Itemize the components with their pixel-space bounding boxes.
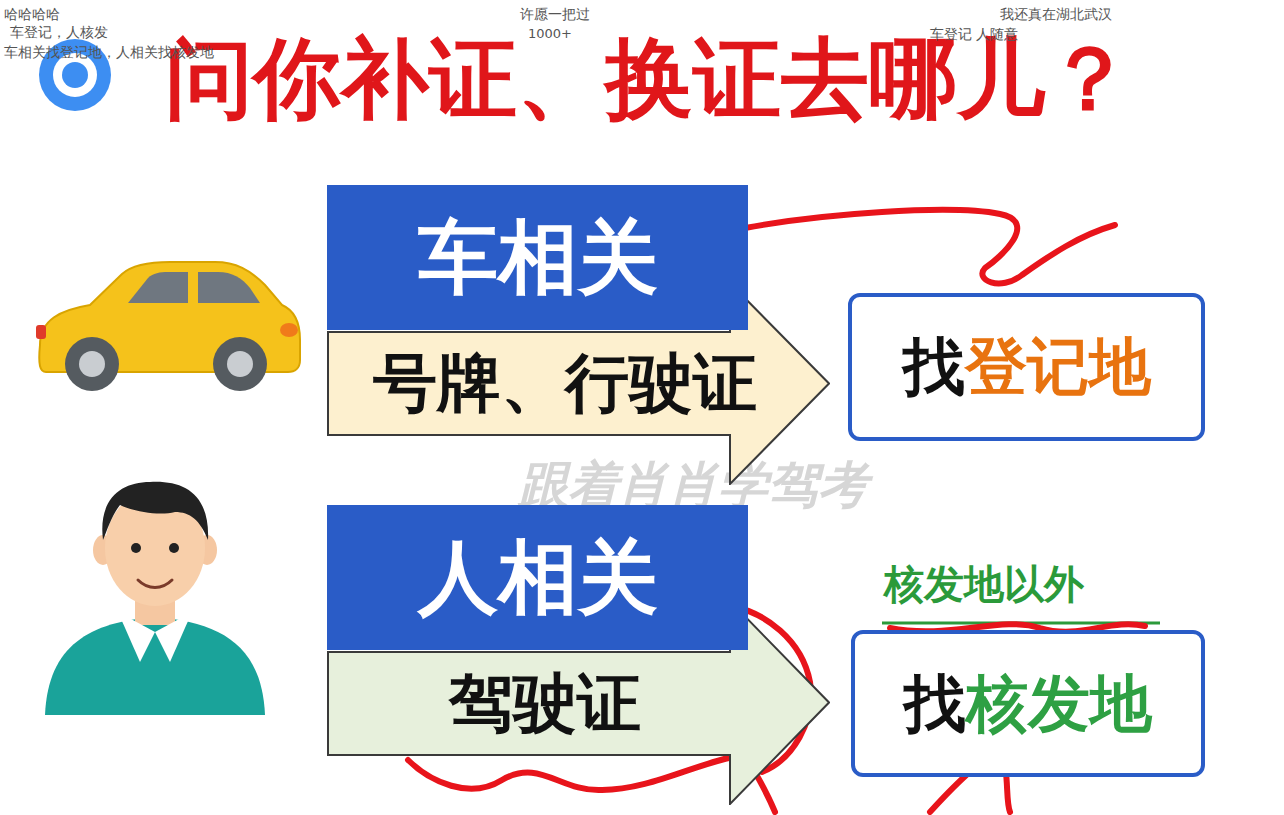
category-band: 人相关 <box>327 505 748 650</box>
node-text: 人相关 <box>418 532 658 624</box>
comment-text: 许愿一把过 <box>520 6 590 23</box>
car-headlight <box>280 323 298 337</box>
comment-text: 哈哈哈哈 <box>4 6 60 23</box>
person-eye <box>131 543 141 553</box>
person-collar <box>118 612 155 662</box>
scribble <box>408 755 775 812</box>
car-window <box>198 272 260 303</box>
text-holder: 找核发地 <box>855 634 1201 773</box>
text-holder: 号牌、行驶证 <box>327 332 803 435</box>
node-text: 号牌、行驶证 <box>373 347 757 421</box>
person-shirt <box>45 617 265 715</box>
car-taillight <box>36 325 46 339</box>
text-holder: 人相关 <box>327 505 748 650</box>
node-text: 找 <box>904 668 966 739</box>
arrow-outline <box>328 601 829 804</box>
category-band: 车相关 <box>327 185 748 330</box>
car-hub <box>227 351 253 377</box>
text-holder: 车相关 <box>327 185 748 330</box>
scribble <box>745 210 1115 283</box>
node-text: 登记地 <box>965 331 1151 402</box>
comment-text: 1000+ <box>528 26 572 42</box>
node-text: 核发地 <box>966 668 1152 739</box>
annotation-text: 核发地以外 <box>884 560 1084 608</box>
car-illustration <box>36 262 300 391</box>
car-hub <box>79 351 105 377</box>
node-text: 驾驶证 <box>449 667 641 741</box>
person-illustration <box>45 482 265 715</box>
car-wheel <box>65 337 119 391</box>
person-smile <box>138 580 172 588</box>
comment-text: 车登记，人核发 <box>10 24 108 41</box>
car-wheel <box>213 337 267 391</box>
comment-text: 车相关找登记地，人相关找核发地 <box>4 44 214 61</box>
comment-text: 我还真在湖北武汉 <box>1000 6 1112 23</box>
car-window <box>128 272 188 303</box>
icon-center <box>62 62 88 88</box>
title: 问你补证、换证去哪儿？ <box>165 28 1133 129</box>
person-collar <box>155 612 192 662</box>
node-text: 车相关 <box>418 212 658 304</box>
person-hair <box>102 482 208 540</box>
text-holder: 驾驶证 <box>327 652 763 755</box>
answer-box: 找登记地 <box>848 293 1205 441</box>
arrow-outline <box>328 283 829 484</box>
answer-box: 找核发地 <box>851 630 1205 777</box>
text-holder: 找登记地 <box>852 297 1201 437</box>
comment-text: 车登记 人随意 <box>930 26 1018 43</box>
person-eye <box>169 543 179 553</box>
node-text: 找 <box>903 331 965 402</box>
